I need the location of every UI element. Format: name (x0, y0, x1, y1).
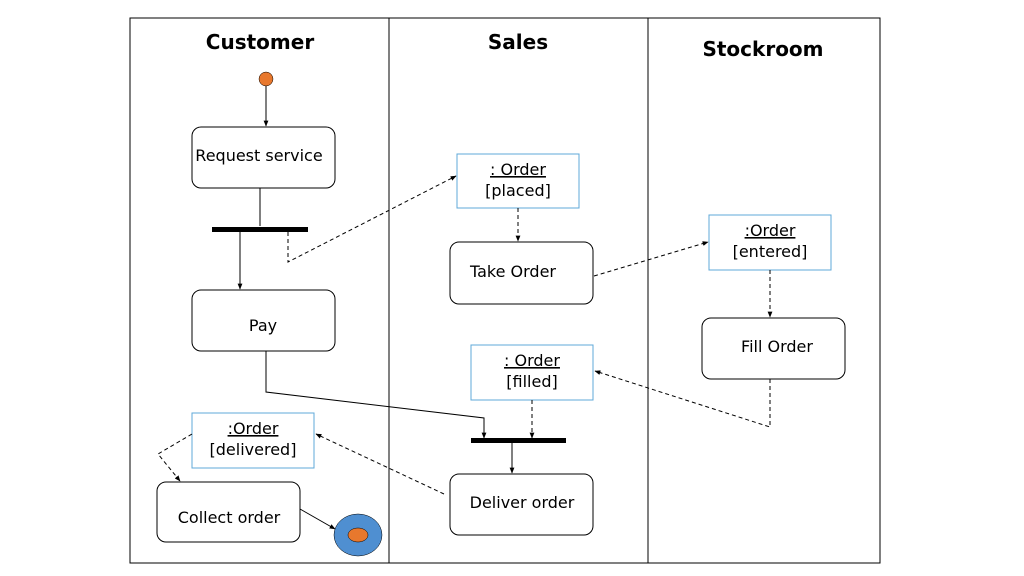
object-state: [delivered] (210, 440, 297, 459)
control-flow (265, 351, 487, 439)
swimlanes (129, 17, 881, 564)
activity-label: Pay (249, 316, 277, 335)
object-flow (287, 175, 457, 263)
object-name: : Order (504, 351, 560, 370)
object-flow (593, 241, 709, 277)
activity-request-service[interactable]: Request service (191, 126, 336, 189)
activity-pay[interactable]: Pay (191, 289, 336, 352)
lane-title-stockroom: Stockroom (702, 37, 823, 61)
swimlane-frame (129, 17, 881, 564)
control-flow (299, 508, 336, 530)
object-order-entered[interactable]: :Order [entered] (708, 214, 832, 271)
join-bar (471, 438, 566, 443)
lane-title-sales: Sales (488, 30, 548, 54)
object-name: :Order (228, 419, 279, 438)
object-order-placed[interactable]: : Order [placed] (456, 153, 580, 209)
activity-deliver-order[interactable]: Deliver order (449, 473, 594, 536)
object-order-filled[interactable]: : Order [filled] (470, 344, 594, 401)
object-flow (157, 433, 193, 482)
lane-title-customer: Customer (206, 30, 315, 54)
activity-collect-order[interactable]: Collect order (156, 481, 301, 543)
activity-label: Fill Order (741, 337, 813, 356)
initial-node (258, 71, 274, 87)
object-state: [placed] (485, 181, 551, 200)
activity-label: Request service (195, 146, 322, 165)
object-state: [entered] (733, 242, 808, 261)
object-flow (594, 370, 771, 428)
object-name: : Order (490, 160, 546, 179)
object-order-delivered[interactable]: :Order [delivered] (191, 412, 315, 469)
object-state: [filled] (506, 372, 557, 391)
object-name: :Order (745, 221, 796, 240)
activity-take-order[interactable]: Take Order (449, 241, 594, 305)
activity-label: Take Order (469, 262, 556, 281)
activity-label: Collect order (178, 508, 281, 527)
object-flow (315, 433, 445, 495)
final-node (333, 513, 383, 557)
fork-bar (212, 227, 308, 232)
activity-label: Deliver order (470, 493, 575, 512)
activity-fill-order[interactable]: Fill Order (701, 317, 846, 380)
